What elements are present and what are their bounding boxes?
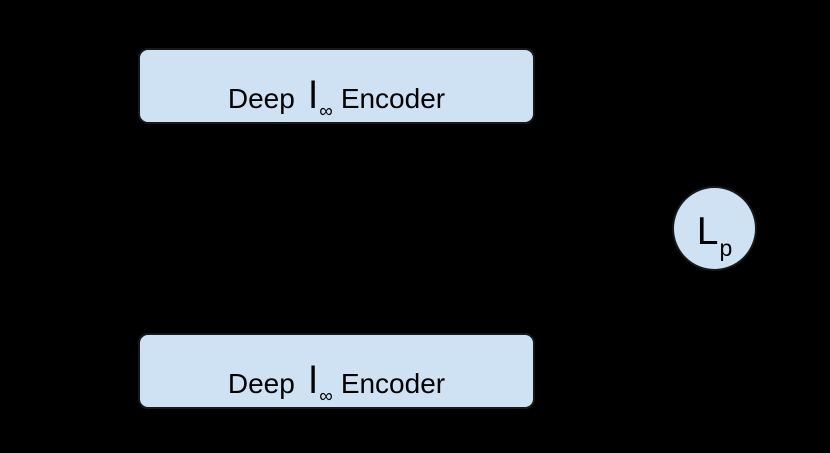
loss-symbol: L xyxy=(696,210,719,253)
deep-linf-encoder-node-bottom: Deep l ∞ Encoder xyxy=(138,333,535,409)
encoder-node-label: Deep l ∞ Encoder xyxy=(227,75,446,121)
encoder-label-suffix: Encoder xyxy=(340,83,446,114)
encoder-label-prefix: Deep xyxy=(227,83,295,114)
ell-symbol: l xyxy=(308,360,318,402)
encoder-label-suffix: Encoder xyxy=(340,368,446,399)
deep-linf-encoder-node-top: Deep l ∞ Encoder xyxy=(138,48,535,124)
loss-subscript-p: p xyxy=(719,235,733,261)
infinity-subscript: ∞ xyxy=(319,101,333,122)
ell-symbol: l xyxy=(308,75,318,117)
lp-loss-node: L p xyxy=(672,186,757,271)
loss-node-label: L p xyxy=(696,210,733,260)
encoder-label-prefix: Deep xyxy=(227,368,295,399)
encoder-node-label: Deep l ∞ Encoder xyxy=(227,360,446,406)
infinity-subscript: ∞ xyxy=(319,386,333,407)
